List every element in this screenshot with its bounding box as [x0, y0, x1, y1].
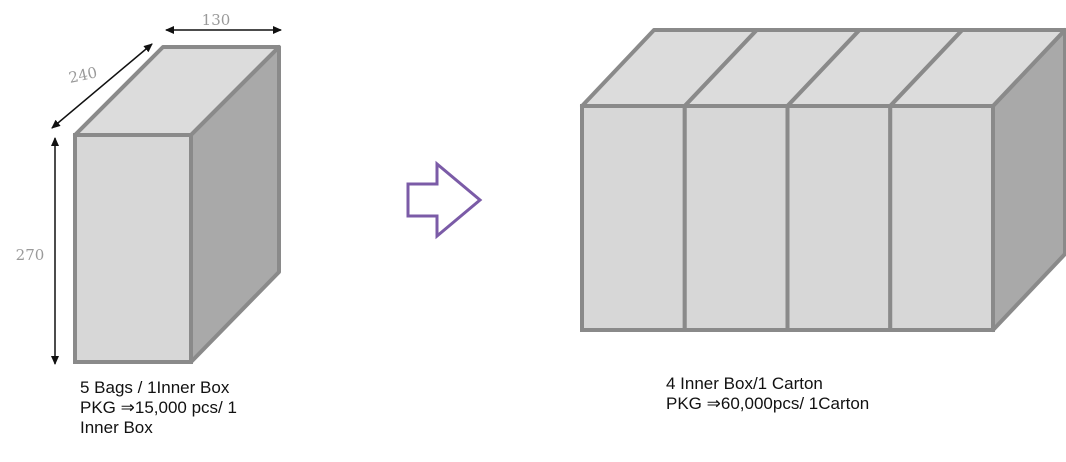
- height-dimension-label: 270: [16, 246, 45, 264]
- carton-inner-box-front: [682, 104, 790, 332]
- carton-inner-box-front: [888, 104, 995, 332]
- inner-box-caption-line: PKG ⇒15,000 pcs/ 1: [80, 398, 237, 417]
- inner-box-caption-line: Inner Box: [80, 418, 153, 437]
- carton-caption-line: 4 Inner Box/1 Carton: [666, 374, 823, 393]
- carton-inner-box-front: [785, 104, 893, 332]
- carton-inner-box-front: [580, 104, 687, 332]
- width-dimension-label: 130: [202, 11, 231, 29]
- carton-caption-line: PKG ⇒60,000pcs/ 1Carton: [666, 394, 870, 413]
- inner-box-front-face: [73, 133, 193, 364]
- carton: [580, 28, 1066, 332]
- carton-caption: 4 Inner Box/1 Carton PKG ⇒60,000pcs/ 1Ca…: [666, 374, 869, 414]
- inner-box-caption: 5 Bags / 1Inner Box PKG ⇒15,000 pcs/ 1 I…: [80, 378, 237, 438]
- inner-box-caption-line: 5 Bags / 1Inner Box: [80, 378, 230, 397]
- dimension-annotations: 130 240 270: [16, 11, 282, 365]
- depth-dimension-label: 240: [67, 63, 99, 87]
- arrow-right-outline-icon: [406, 160, 483, 240]
- depth-dimension-line: [51, 43, 153, 129]
- inner-box: [73, 45, 281, 364]
